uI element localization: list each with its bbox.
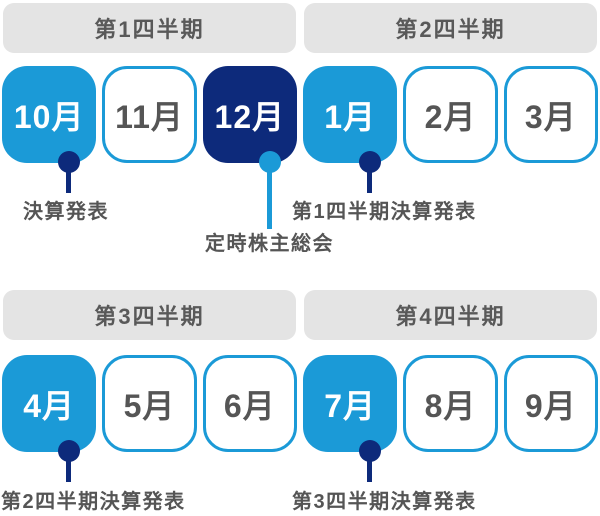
event-label-earnings-announcement: 決算発表 (23, 201, 109, 223)
event-marker-pin-april (57, 440, 80, 482)
month-label-september: 9月 (524, 387, 577, 424)
month-cell-december: 12月 (202, 66, 297, 229)
month-cell-october: 10月 (2, 66, 97, 193)
quarter-header-row-1: 第1四半期 第2四半期 (0, 0, 600, 53)
event-label-q3-earnings-announcement: 第3四半期決算発表 (292, 491, 477, 513)
quarter-header-q1: 第1四半期 (3, 3, 296, 53)
month-cell-april: 4月 (2, 355, 97, 482)
event-label-general-shareholders-meeting: 定時株主総会 (205, 233, 334, 255)
month-cell-july: 7月 (303, 355, 398, 482)
month-cell-september: 9月 (503, 355, 598, 452)
month-label-july: 7月 (324, 387, 377, 424)
event-marker-pin-july (358, 440, 381, 482)
month-cell-june: 6月 (202, 355, 297, 452)
month-cell-august: 8月 (403, 355, 498, 452)
calendar-first-half: 第1四半期 第2四半期 10月 11月 12月 1月 2月 3月 (0, 0, 600, 255)
month-label-november: 11月 (115, 98, 184, 135)
event-label-q1-earnings-announcement: 第1四半期決算発表 (292, 201, 477, 223)
month-cell-january: 1月 (303, 66, 398, 193)
month-label-may: 5月 (123, 387, 176, 424)
month-cell-november: 11月 (102, 66, 197, 163)
quarter-header-row-2: 第3四半期 第4四半期 (0, 287, 600, 340)
month-cell-march: 3月 (503, 66, 598, 163)
month-label-march: 3月 (524, 98, 577, 135)
event-label-q2-earnings-announcement: 第2四半期決算発表 (1, 491, 186, 513)
month-row-1: 10月 11月 12月 1月 2月 3月 (0, 66, 600, 229)
month-label-april: 4月 (23, 387, 76, 424)
month-row-2: 4月 5月 6月 7月 8月 9月 (0, 355, 600, 482)
quarter-header-q3: 第3四半期 (3, 290, 296, 340)
month-label-january: 1月 (324, 98, 377, 135)
month-cell-may: 5月 (102, 355, 197, 452)
month-cell-february: 2月 (403, 66, 498, 163)
month-label-august: 8月 (424, 387, 477, 424)
calendar-second-half: 第3四半期 第4四半期 4月 5月 6月 7月 8月 9月 (0, 287, 600, 516)
event-marker-pin-october (57, 151, 80, 193)
month-label-december: 12月 (214, 98, 286, 135)
quarter-header-q4: 第4四半期 (304, 290, 597, 340)
quarter-header-q2: 第2四半期 (304, 3, 597, 53)
month-label-february: 2月 (424, 98, 477, 135)
month-label-june: 6月 (223, 387, 276, 424)
event-marker-pin-december (258, 151, 281, 229)
month-label-october: 10月 (13, 98, 85, 135)
event-marker-pin-january (358, 151, 381, 193)
